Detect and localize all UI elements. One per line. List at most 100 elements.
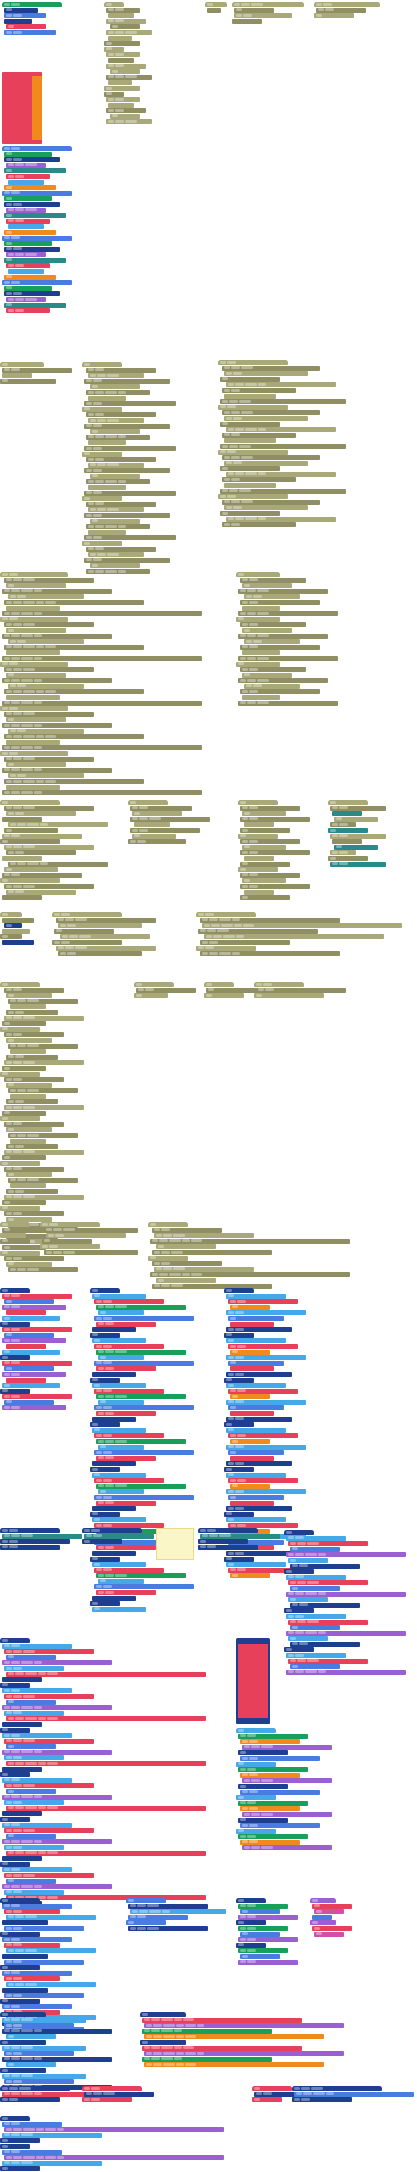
code-block[interactable] (230, 1483, 270, 1489)
code-block[interactable] (4, 883, 94, 889)
input-slot[interactable] (36, 779, 44, 783)
input-slot[interactable] (2, 362, 8, 366)
input-slot[interactable] (206, 982, 212, 986)
input-slot[interactable] (10, 684, 16, 688)
input-slot[interactable] (96, 1361, 102, 1365)
code-block[interactable] (240, 1806, 300, 1812)
input-slot[interactable] (45, 690, 56, 694)
code-block[interactable] (92, 1327, 136, 1333)
code-block[interactable] (0, 934, 22, 940)
input-slot[interactable] (69, 934, 78, 938)
code-block[interactable] (220, 421, 280, 427)
input-slot[interactable] (11, 873, 20, 877)
input-slot[interactable] (228, 1462, 234, 1465)
code-block[interactable] (238, 1834, 308, 1840)
input-slot[interactable] (8, 718, 14, 722)
input-slot[interactable] (11, 1305, 20, 1309)
code-block[interactable] (92, 1550, 136, 1556)
input-slot[interactable] (2, 1898, 8, 1902)
input-slot[interactable] (138, 988, 144, 992)
input-slot[interactable] (13, 2023, 22, 2027)
input-slot[interactable] (115, 8, 124, 12)
input-slot[interactable] (247, 1915, 256, 1919)
input-slot[interactable] (17, 639, 26, 643)
code-block[interactable] (96, 1439, 186, 1445)
code-block[interactable] (86, 479, 150, 485)
code-block[interactable] (4, 274, 56, 280)
code-block[interactable] (104, 85, 140, 91)
code-block[interactable] (90, 518, 140, 524)
input-slot[interactable] (86, 491, 92, 495)
input-slot[interactable] (136, 982, 142, 986)
code-block[interactable] (230, 1455, 274, 1461)
input-slot[interactable] (238, 1943, 244, 1947)
input-slot[interactable] (15, 252, 24, 256)
code-block[interactable] (4, 29, 56, 35)
input-slot[interactable] (314, 1926, 320, 1930)
input-slot[interactable] (6, 8, 12, 12)
input-slot[interactable] (150, 1222, 156, 1226)
input-slot[interactable] (231, 522, 240, 526)
input-slot[interactable] (134, 834, 140, 838)
input-slot[interactable] (105, 524, 117, 528)
code-block[interactable] (6, 1172, 52, 1178)
input-slot[interactable] (240, 867, 246, 871)
input-slot[interactable] (97, 463, 106, 467)
input-slot[interactable] (54, 940, 60, 944)
input-slot[interactable] (332, 822, 338, 826)
input-slot[interactable] (286, 1608, 292, 1612)
code-block[interactable] (0, 1026, 40, 1032)
code-block[interactable] (4, 1976, 60, 1982)
input-slot[interactable] (2, 2068, 8, 2072)
input-slot[interactable] (4, 1156, 10, 1159)
code-block[interactable] (94, 1315, 194, 1321)
code-block[interactable] (0, 878, 60, 884)
code-block[interactable] (230, 1366, 274, 1372)
input-slot[interactable] (235, 427, 244, 431)
input-slot[interactable] (130, 1915, 136, 1919)
input-slot[interactable] (88, 435, 94, 439)
code-block[interactable] (2, 939, 34, 945)
code-block[interactable] (6, 762, 66, 768)
input-slot[interactable] (152, 1239, 158, 1243)
code-block[interactable] (8, 683, 84, 689)
code-block[interactable] (90, 473, 140, 479)
input-slot[interactable] (245, 382, 257, 386)
input-slot[interactable] (108, 19, 114, 23)
input-slot[interactable] (13, 1105, 22, 1109)
input-slot[interactable] (15, 1100, 24, 1104)
input-slot[interactable] (11, 1884, 20, 1888)
input-slot[interactable] (23, 1195, 35, 1199)
code-block[interactable] (2, 1822, 72, 1828)
input-slot[interactable] (147, 1904, 159, 1908)
input-slot[interactable] (88, 480, 94, 484)
input-slot[interactable] (288, 1592, 294, 1596)
input-slot[interactable] (149, 817, 161, 821)
code-block[interactable] (332, 839, 362, 845)
input-slot[interactable] (6, 1077, 12, 1081)
input-slot[interactable] (23, 690, 35, 694)
code-block[interactable] (2, 1021, 46, 1027)
input-slot[interactable] (226, 1512, 232, 1516)
input-slot[interactable] (34, 2057, 42, 2061)
code-block[interactable] (244, 889, 274, 895)
code-block[interactable] (8, 1267, 78, 1273)
input-slot[interactable] (8, 762, 14, 766)
input-slot[interactable] (2, 1072, 8, 1076)
code-block[interactable] (2, 1733, 72, 1739)
input-slot[interactable] (98, 1350, 104, 1354)
input-slot[interactable] (84, 1539, 90, 1543)
input-slot[interactable] (61, 940, 70, 944)
code-block[interactable] (2, 2028, 112, 2034)
input-slot[interactable] (151, 2018, 160, 2022)
code-block[interactable] (290, 1641, 360, 1647)
input-slot[interactable] (146, 2034, 152, 2038)
code-block[interactable] (288, 1658, 368, 1664)
stack-blue-i[interactable] (236, 1728, 332, 1851)
input-slot[interactable] (11, 146, 20, 150)
input-slot[interactable] (21, 634, 33, 638)
code-block[interactable] (2, 1856, 42, 1862)
input-slot[interactable] (153, 2023, 162, 2027)
stack-olive-n[interactable] (0, 912, 34, 946)
code-block[interactable] (200, 917, 340, 923)
